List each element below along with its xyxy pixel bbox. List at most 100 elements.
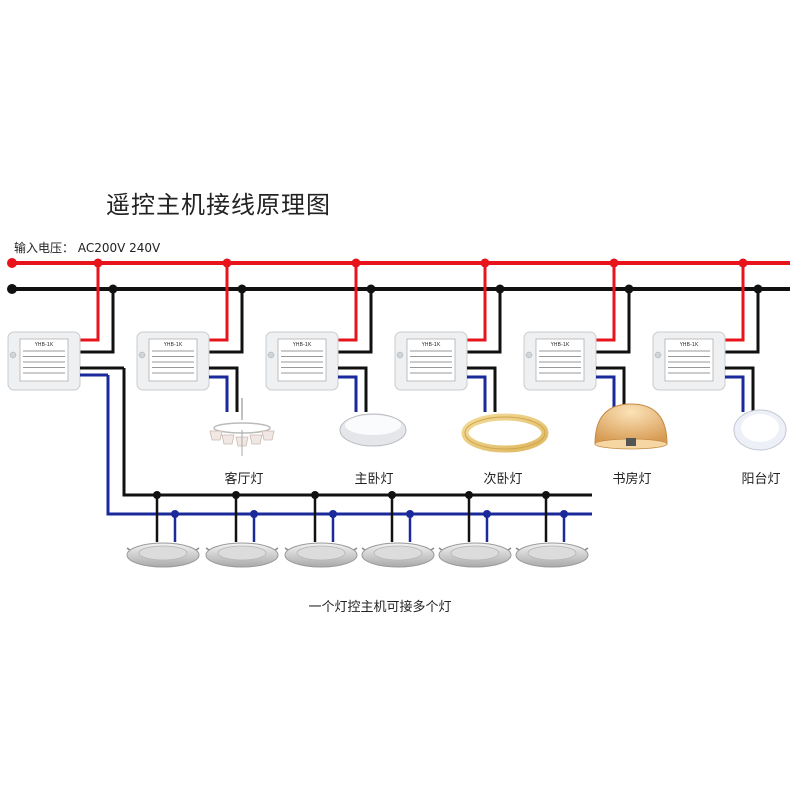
lamp-neutral-wire <box>725 366 755 412</box>
controller-model-label: YHB-1K <box>163 342 183 348</box>
controller-live-wire <box>209 263 229 342</box>
lamp-label-master-bedroom: 主卧灯 <box>354 472 394 487</box>
downlight-lens <box>138 545 188 561</box>
controller-module-1: YHB-1K <box>7 258 124 391</box>
controller-live-wire <box>596 263 616 342</box>
live-junction-node <box>738 258 748 268</box>
controller-mount-hole <box>138 351 146 359</box>
controller-mount-hole <box>525 351 533 359</box>
ceiling-light-diffuser <box>345 415 401 435</box>
chandelier-shade <box>249 434 263 445</box>
ceiling-light-icon <box>339 413 407 447</box>
controller-sticker <box>535 338 585 382</box>
lamp-neutral-wire <box>338 366 368 412</box>
controller-live-wire <box>467 263 487 342</box>
downlight-neutral-node <box>465 491 473 499</box>
lamp-label-second-bedroom: 次卧灯 <box>483 472 523 487</box>
controller-sticker <box>664 338 714 382</box>
downlight-neutral-node <box>311 491 319 499</box>
downlight-neutral-node <box>388 491 396 499</box>
downlight-6 <box>515 491 589 568</box>
live-junction-node <box>222 258 232 268</box>
neutral-junction-node <box>237 284 247 294</box>
live-junction-node <box>609 258 619 268</box>
controller-model-label: YHB-1K <box>679 342 699 348</box>
downlight-4 <box>361 491 435 568</box>
controller-model-label: YHB-1K <box>34 342 54 348</box>
controller-module-4: YHB-1K <box>394 258 505 412</box>
small-ceiling-light-icon <box>733 409 787 451</box>
controller-sticker <box>277 338 327 382</box>
live-junction-node <box>351 258 361 268</box>
downlight-neutral-node <box>232 491 240 499</box>
neutral-junction-node <box>366 284 376 294</box>
controller-mount-hole <box>396 351 404 359</box>
controller-module-6: YHB-1K <box>652 258 763 412</box>
controller-live-wire <box>725 263 745 342</box>
neutral-junction-node <box>753 284 763 294</box>
downlight-3 <box>284 491 358 568</box>
controller-model-label: YHB-1K <box>292 342 312 348</box>
lamp-signal-wire <box>725 375 745 412</box>
live-input-node <box>7 258 17 268</box>
ring-light-icon <box>461 413 549 453</box>
controller-neutral-wire <box>467 289 502 354</box>
downlight-note: 一个灯控主机可接多个灯 <box>308 600 452 615</box>
downlight-signal-node <box>250 510 258 518</box>
controller-sticker <box>148 338 198 382</box>
controller-neutral-wire <box>596 289 631 354</box>
downlight-signal-node <box>406 510 414 518</box>
downlight-lens <box>527 545 577 561</box>
downlight-neutral-node <box>542 491 550 499</box>
controller-neutral-wire <box>725 289 760 354</box>
lamp-signal-wire <box>596 375 616 412</box>
controller-model-label: YHB-1K <box>421 342 441 348</box>
chandelier-shade <box>261 430 275 441</box>
neutral-junction-node <box>108 284 118 294</box>
controller-neutral-wire <box>338 289 373 354</box>
input-voltage-label: 输入电压： AC200V 240V <box>14 241 161 255</box>
downlight-2 <box>205 491 279 568</box>
dome-shade <box>594 403 668 445</box>
downlight-lens <box>450 545 500 561</box>
chandelier-shade <box>209 430 223 441</box>
controller-module-3: YHB-1K <box>265 258 376 412</box>
lamp-neutral-wire <box>467 366 497 412</box>
lamp-label-balcony: 阳台灯 <box>741 472 781 487</box>
lamp-label-study: 书房灯 <box>612 472 652 487</box>
chandelier-icon <box>209 398 275 456</box>
neutral-junction-node <box>495 284 505 294</box>
lamp-label-living-room: 客厅灯 <box>224 472 264 487</box>
downlight-signal-node <box>329 510 337 518</box>
diagram-title: 遥控主机接线原理图 <box>106 191 331 219</box>
controller-module-2: YHB-1K <box>136 258 247 412</box>
ring-light-outline <box>464 416 546 450</box>
small-light-diffuser <box>741 414 779 442</box>
dome-socket <box>626 438 636 446</box>
lamp-neutral-wire <box>596 366 626 412</box>
controller-sticker <box>406 338 456 382</box>
controller-mount-hole <box>9 351 17 359</box>
controller-mount-hole <box>267 351 275 359</box>
lamp-signal-wire <box>338 375 358 412</box>
controller-live-wire <box>338 263 358 342</box>
downlight-signal-line <box>106 375 592 516</box>
neutral-junction-node <box>624 284 634 294</box>
controller-mount-hole <box>654 351 662 359</box>
downlight-neutral-node <box>153 491 161 499</box>
downlight-lens <box>296 545 346 561</box>
controller-model-label: YHB-1K <box>550 342 570 348</box>
controller-live-wire <box>80 263 100 342</box>
downlight-signal-node <box>483 510 491 518</box>
neutral-input-node <box>7 284 17 294</box>
controller-neutral-wire <box>209 289 244 354</box>
lamp-neutral-wire <box>209 366 239 412</box>
downlight-neutral-line <box>122 368 592 497</box>
live-junction-node <box>93 258 103 268</box>
downlight-lens <box>217 545 267 561</box>
controller-module-5: YHB-1K <box>523 258 634 412</box>
downlight-signal-node <box>171 510 179 518</box>
controller-sticker <box>19 338 69 382</box>
downlight-1 <box>126 491 200 568</box>
